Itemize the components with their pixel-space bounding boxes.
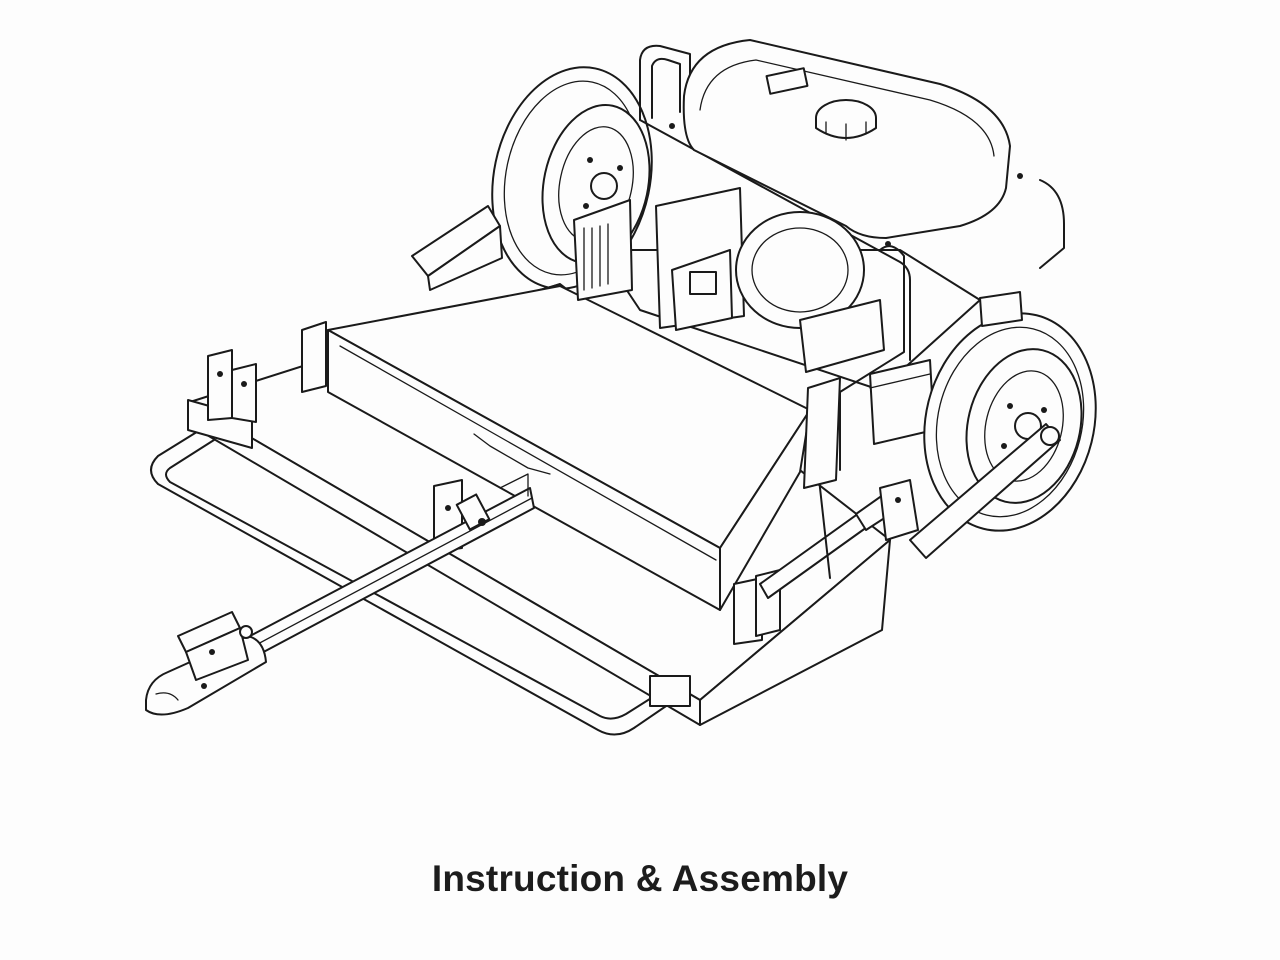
- document-title: Instruction & Assembly: [431, 858, 849, 899]
- fuel-tank: [669, 39, 1023, 247]
- engine-block: [573, 187, 885, 373]
- rear-axle-left: [411, 205, 503, 291]
- belt-cover: [327, 285, 811, 611]
- rear-axle-right: [909, 291, 1061, 559]
- hitch-coupler: [145, 611, 267, 716]
- height-adjust-linkage: [759, 377, 919, 599]
- mower-illustration: [145, 39, 1097, 736]
